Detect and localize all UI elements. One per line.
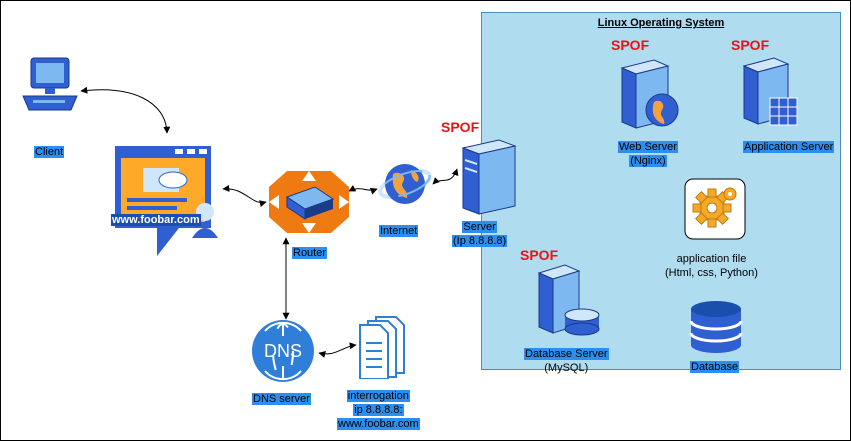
internet-globe-icon bbox=[377, 160, 435, 215]
website-url-label: www.foobar.com bbox=[111, 214, 201, 226]
region-title: Linux Operating System bbox=[597, 17, 725, 29]
dns-icon-text: DNS bbox=[263, 341, 302, 361]
web-server-icon bbox=[618, 58, 688, 139]
internet-label: Internet bbox=[379, 225, 419, 237]
client-computer-icon bbox=[21, 56, 81, 119]
interrogation-label: interrogation ip 8.8.8.8: www.foobar.com bbox=[337, 390, 420, 430]
database-icon bbox=[689, 299, 745, 360]
application-server-icon bbox=[740, 56, 806, 137]
link-browser-router bbox=[222, 184, 267, 207]
server-icon bbox=[459, 136, 519, 223]
database-label: Database bbox=[690, 361, 740, 373]
link-router-internet bbox=[348, 185, 378, 195]
server-label: Server (Ip 8.8.8.8) bbox=[452, 221, 508, 247]
spof-label-webserver: SPOF bbox=[611, 37, 650, 53]
router-label: Router bbox=[292, 247, 328, 259]
database-server-icon bbox=[535, 263, 605, 344]
browser-website-icon bbox=[113, 144, 223, 264]
interrogation-documents-icon bbox=[356, 313, 406, 384]
web-server-label: Web Server (Nginx) bbox=[618, 141, 678, 167]
application-server-label: Application Server bbox=[743, 141, 835, 153]
dns-server-icon: DNS bbox=[251, 319, 317, 390]
spof-label-appserver: SPOF bbox=[731, 37, 770, 53]
spof-label-dbserver: SPOF bbox=[520, 247, 559, 263]
router-icon bbox=[269, 171, 349, 238]
dns-server-label: DNS server bbox=[252, 393, 311, 405]
link-dns-interrogation bbox=[318, 342, 357, 358]
application-file-label: application file (Html, css, Python) bbox=[665, 253, 758, 279]
client-label: Client bbox=[34, 146, 65, 158]
application-file-gear-icon bbox=[684, 178, 746, 245]
link-client-browser bbox=[80, 86, 171, 134]
database-server-label: Database Server (MySQL) bbox=[524, 348, 609, 374]
spof-label-server: SPOF bbox=[441, 119, 480, 135]
link-internet-server bbox=[432, 168, 459, 185]
